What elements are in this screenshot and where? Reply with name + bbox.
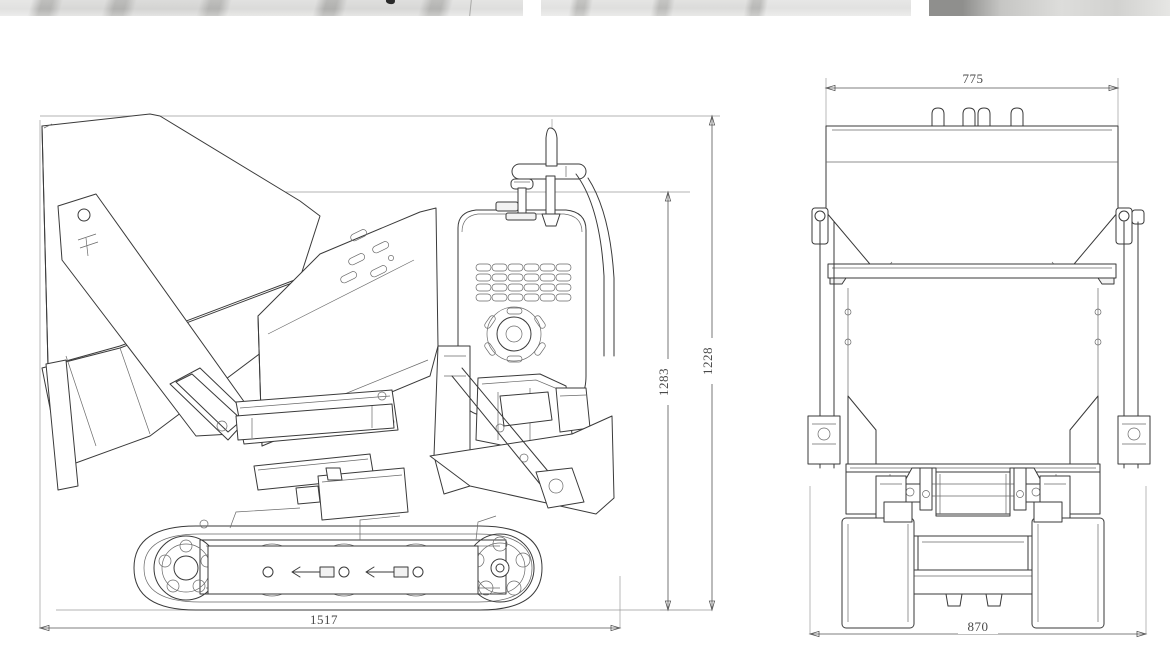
dimension-hopper-width: 775: [824, 70, 1120, 92]
side-elevation-view: 1517 1283 1228: [38, 113, 720, 632]
throttle-lever: [505, 178, 537, 221]
dimension-overall-width: 870: [808, 618, 1148, 638]
right-track: [1031, 475, 1105, 629]
hopper-lip-hooks: [931, 107, 1024, 127]
dimension-label-length: 1517: [310, 612, 338, 627]
outrigger-brackets: [807, 415, 1151, 465]
dimension-label-overall-width: 870: [968, 619, 989, 634]
rubber-track: [133, 507, 543, 611]
photo-artifact: [469, 0, 472, 16]
panel-perforations: [340, 229, 394, 284]
photo-thumbnail-2[interactable]: [541, 0, 911, 16]
dimension-label-hopper-width: 775: [963, 71, 984, 86]
hydraulic-cylinder: [235, 403, 395, 441]
photo-artifact: [385, 0, 396, 5]
recoil-starter: [484, 306, 546, 363]
dimension-overall-length: 1517: [38, 612, 622, 632]
cad-drawing-canvas: 1517 1283 1228: [38, 70, 1151, 638]
left-track: [841, 475, 915, 629]
dimension-overall-height: 1228: [700, 114, 719, 612]
idler-wheel: [153, 535, 219, 601]
dimension-handle-height: 1283: [656, 190, 675, 612]
dimension-label-handle-height: 1283: [656, 368, 671, 396]
rear-strut: [451, 367, 585, 509]
front-elevation-view: 775 870: [807, 70, 1151, 638]
photo-thumbnail-strip: [0, 0, 1170, 16]
control-handlebar: [505, 127, 615, 357]
track-tension-markings: [262, 566, 424, 578]
air-vent-grille: [475, 263, 572, 302]
thumbnail-gap: [911, 0, 929, 16]
under-guard: [907, 535, 1039, 607]
thumbnail-gap: [523, 0, 541, 16]
photo-thumbnail-1[interactable]: [0, 0, 523, 16]
hopper-body: [825, 107, 1119, 277]
engine-cover: [457, 201, 587, 417]
dimension-label-overall-height: 1228: [700, 347, 715, 375]
photo-thumbnail-3[interactable]: [929, 0, 1170, 16]
cross-beam: [827, 263, 1117, 285]
